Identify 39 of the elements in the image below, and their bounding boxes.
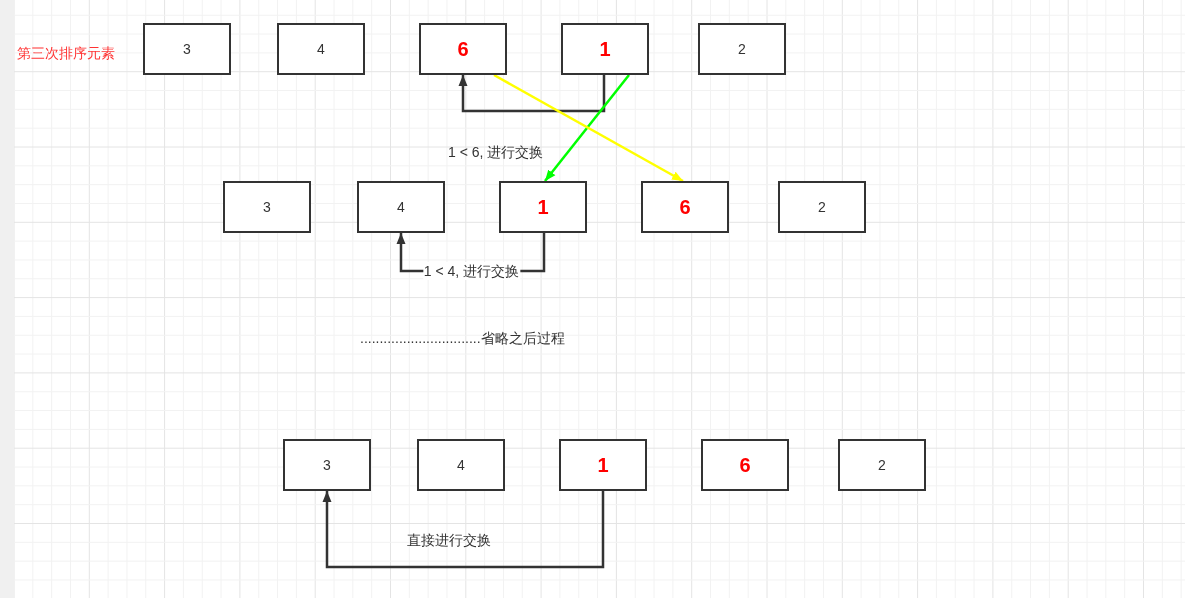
number-box bbox=[701, 439, 789, 491]
edge-label: 1 < 4, 进行交换 bbox=[422, 262, 521, 280]
number-box bbox=[223, 181, 311, 233]
number-box bbox=[559, 439, 647, 491]
number-text: 4 bbox=[317, 40, 325, 58]
number-text: 6 bbox=[679, 195, 691, 219]
number-box bbox=[499, 181, 587, 233]
number-text: 1 bbox=[597, 453, 609, 477]
comparison-note: 1 < 6, 进行交换 bbox=[448, 143, 544, 161]
row-title: 第三次排序元素 bbox=[17, 44, 115, 62]
number-text: 2 bbox=[818, 198, 826, 216]
number-box bbox=[417, 439, 505, 491]
number-text: 1 bbox=[537, 195, 549, 219]
number-text: 4 bbox=[457, 456, 465, 474]
arrow bbox=[322, 491, 605, 569]
number-box bbox=[778, 181, 866, 233]
number-text: 2 bbox=[878, 456, 886, 474]
number-box bbox=[698, 23, 786, 75]
number-text: 3 bbox=[183, 40, 191, 58]
swap-note: 直接进行交换 bbox=[407, 531, 491, 549]
arrow bbox=[493, 73, 684, 183]
number-text: 2 bbox=[738, 40, 746, 58]
number-box bbox=[561, 23, 649, 75]
number-text: 6 bbox=[457, 37, 469, 61]
number-box bbox=[641, 181, 729, 233]
number-box bbox=[143, 23, 231, 75]
number-box bbox=[357, 181, 445, 233]
number-text: 1 bbox=[599, 37, 611, 61]
number-text: 3 bbox=[323, 456, 331, 474]
number-text: 6 bbox=[739, 453, 751, 477]
number-box bbox=[419, 23, 507, 75]
number-text: 3 bbox=[263, 198, 271, 216]
number-box bbox=[838, 439, 926, 491]
number-box bbox=[277, 23, 365, 75]
arrow bbox=[458, 75, 606, 113]
omission-note: ...............................省略之后过程 bbox=[360, 329, 565, 347]
number-text: 4 bbox=[397, 198, 405, 216]
arrow bbox=[544, 74, 630, 182]
number-box bbox=[283, 439, 371, 491]
